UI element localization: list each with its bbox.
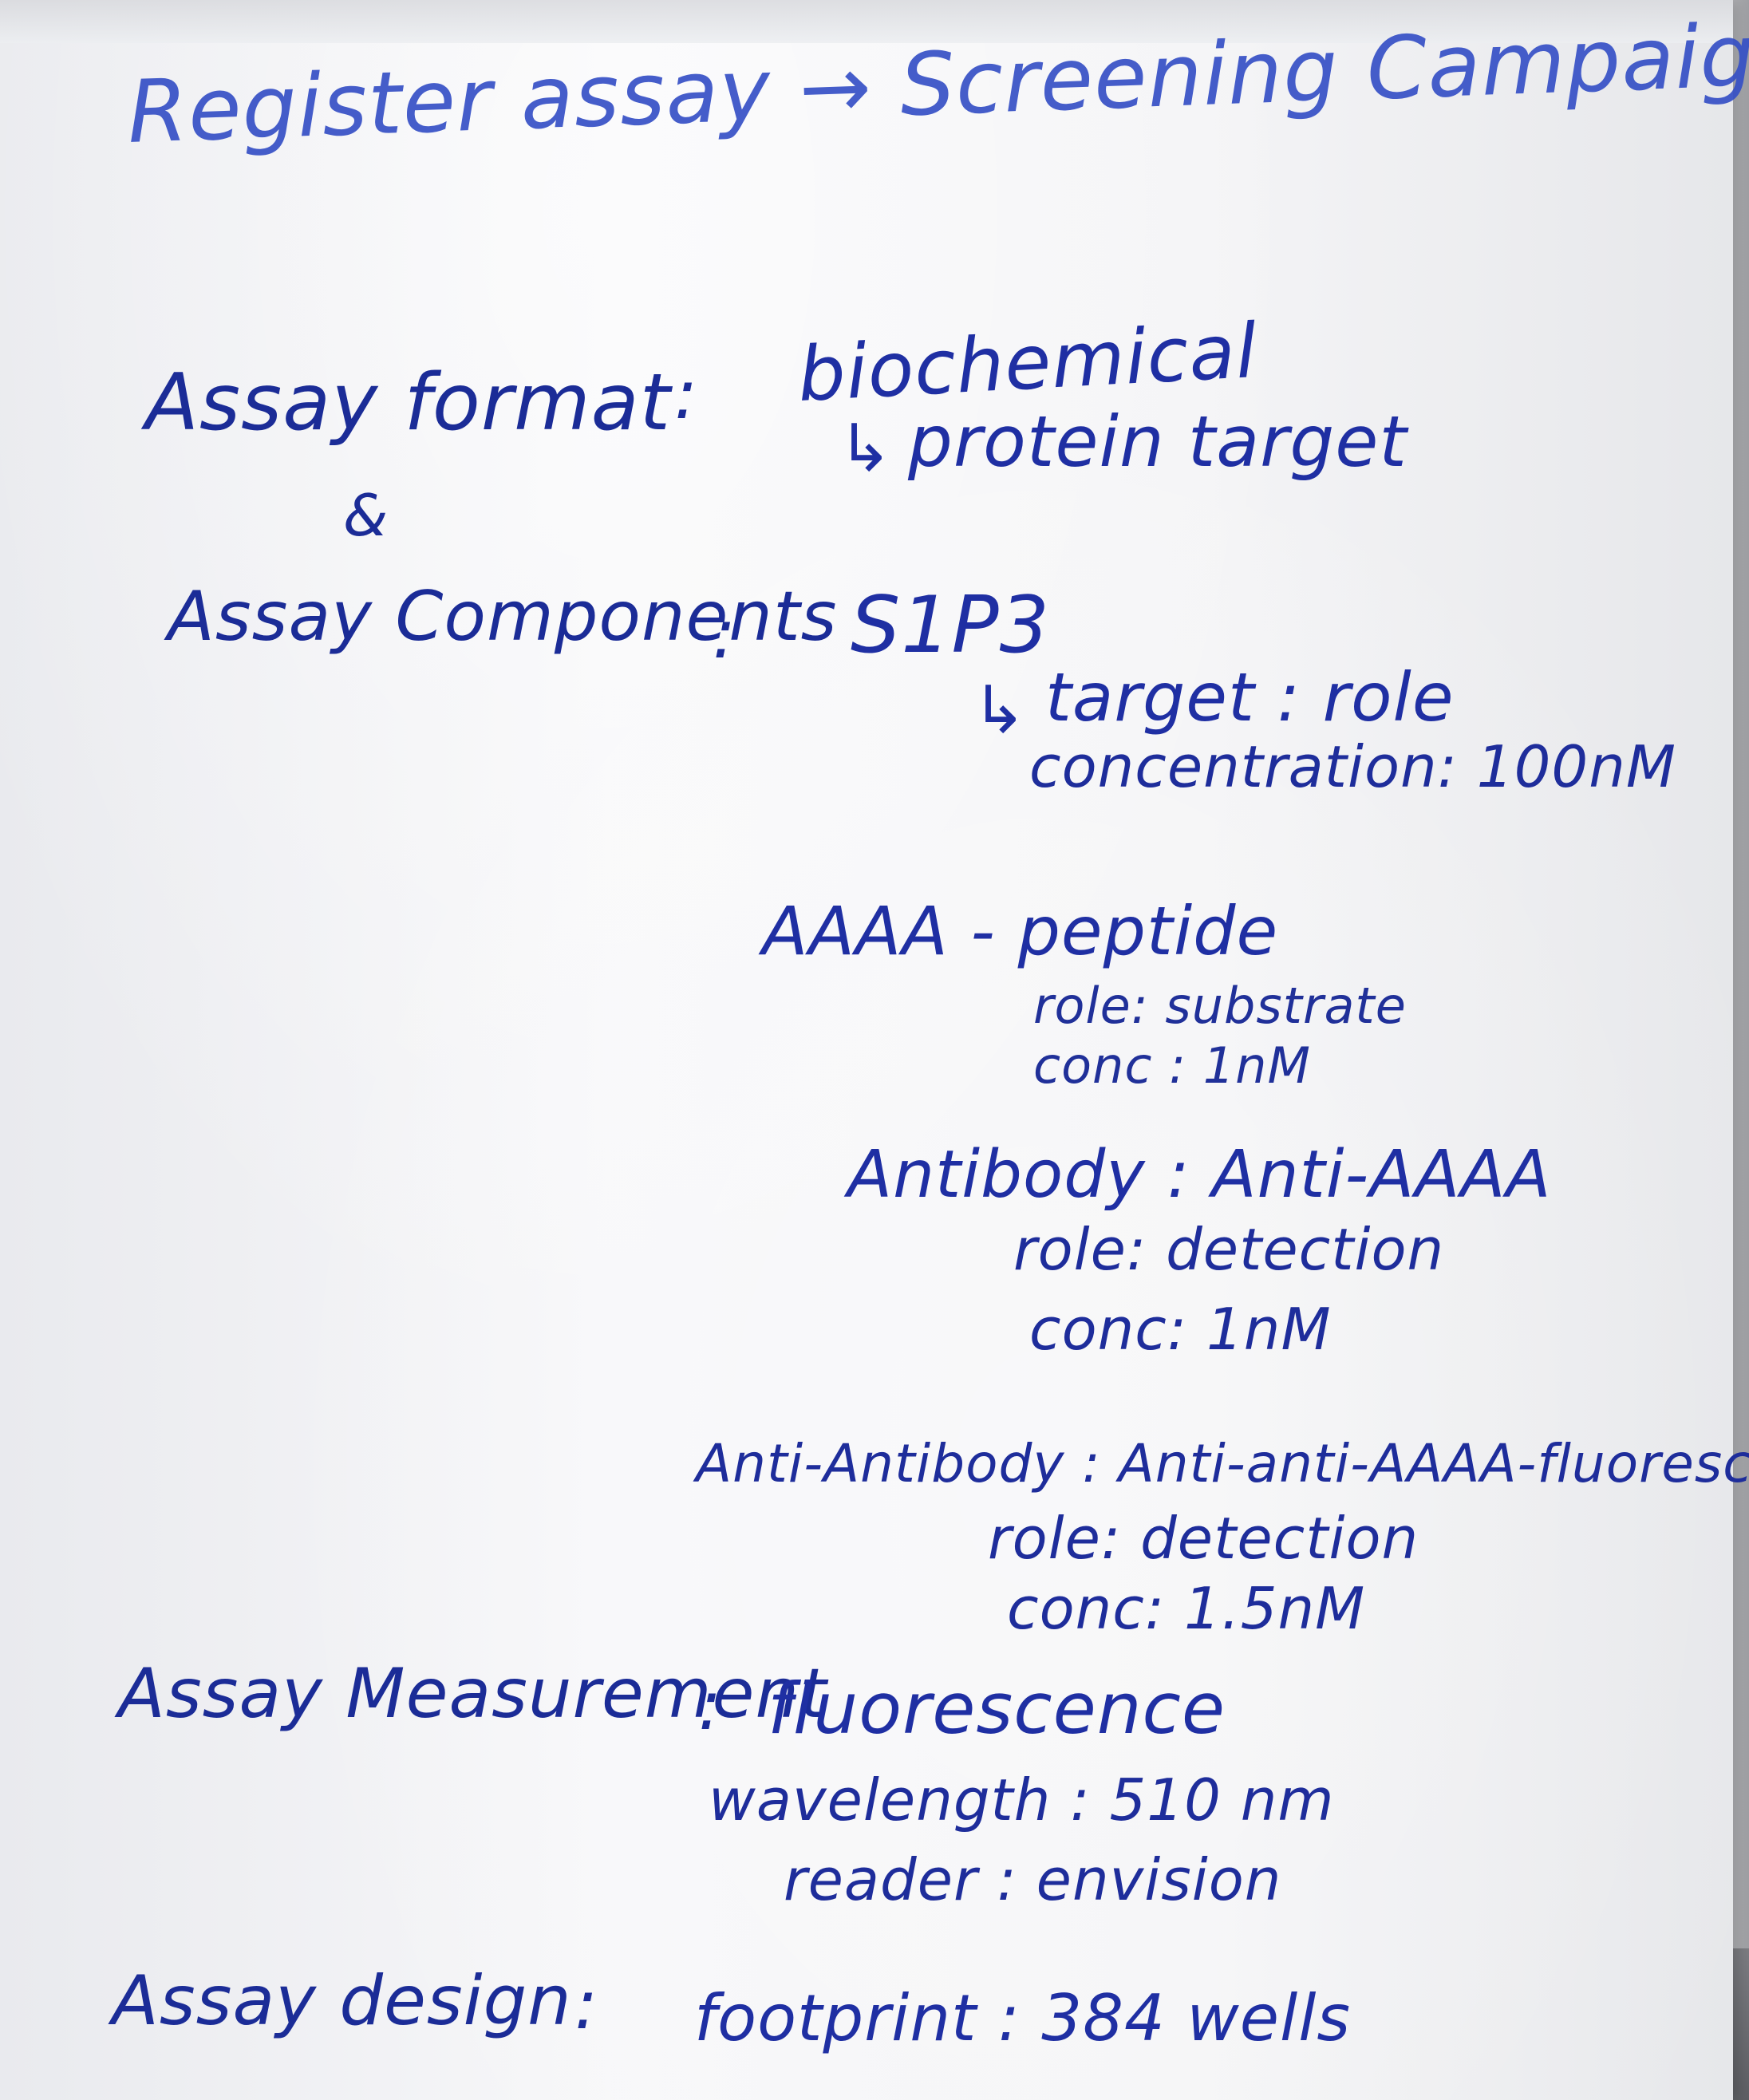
component-peptide-role: role: substrate (1033, 977, 1407, 1035)
component-target-concentration: concentration: 100nM (1029, 733, 1676, 800)
component-antibody-role: role: detection (1013, 1216, 1445, 1283)
component-target-role: target : role (1045, 658, 1455, 736)
assay-design-label: Assay design (112, 1961, 572, 2041)
sheet-top-shadow (0, 0, 1733, 43)
assay-measurement-reader: reader : envision (784, 1846, 1282, 1913)
component-antibody-name: Antibody : Anti-AAAA (847, 1137, 1552, 1213)
assay-measurement-label: Assay Measurement (118, 1654, 827, 1734)
component-antibody-conc: conc: 1nM (1029, 1296, 1332, 1363)
component-peptide-name: AAAA - peptide (762, 892, 1279, 970)
assay-format-sub-value: protein target (908, 401, 1407, 483)
ampersand-text: & (343, 482, 389, 549)
component-anti-antibody-conc: conc: 1.5nM (1007, 1575, 1366, 1642)
assay-format-sub-arrow: ↳ (838, 411, 894, 487)
component-anti-antibody-role: role: detection (988, 1505, 1419, 1572)
assay-design-value: footprint : 384 wells (694, 1981, 1352, 2055)
component-target-arrow: ↳ (972, 673, 1028, 748)
assay-format-label: Assay format (145, 357, 672, 448)
assay-format-value: biochemical (796, 307, 1260, 419)
assay-design-colon: : (574, 1965, 598, 2045)
component-peptide-conc: conc : 1nM (1033, 1036, 1311, 1095)
assay-components-label: Assay Components (168, 577, 838, 657)
assay-components-colon: : (713, 594, 736, 674)
component-anti-antibody-name: Anti-Antibody : Anti-anti-AAAA-fluoresce… (696, 1433, 1749, 1494)
assay-measurement-value: fluorescence (768, 1668, 1226, 1750)
assay-measurement-colon: : (698, 1666, 722, 1746)
assay-format-colon: : (674, 355, 698, 435)
assay-measurement-wavelength: wavelength : 510 nm (709, 1766, 1335, 1834)
component-target-name: S1P3 (851, 580, 1051, 671)
